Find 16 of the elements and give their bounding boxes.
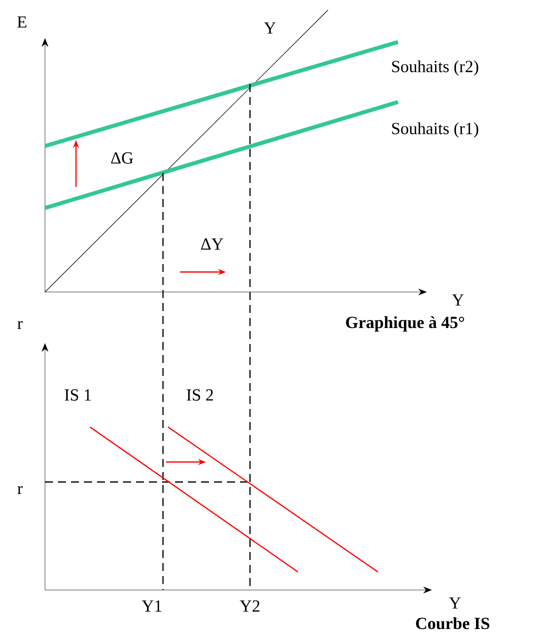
axis-label: E	[17, 16, 26, 28]
curve-label: Souhaits (r2)	[392, 60, 478, 76]
chart-title: Graphique à 45°	[346, 316, 464, 332]
curve-label: IS 1	[64, 389, 91, 401]
shift-label: ΔG	[111, 152, 134, 164]
tick-label: Y1	[142, 600, 162, 612]
axis-label: Y	[449, 597, 461, 609]
chart-title: Courbe IS	[416, 617, 490, 630]
axis-label: Y	[452, 294, 464, 306]
curve-label: IS 2	[186, 389, 213, 401]
tick-label: Y2	[240, 600, 260, 612]
axis-label: r	[18, 321, 23, 329]
shift-label: ΔY	[201, 238, 224, 250]
line-label: Y	[264, 22, 276, 34]
axis-label: r	[18, 486, 23, 494]
curve-label: Souhaits (r1)	[392, 122, 478, 138]
